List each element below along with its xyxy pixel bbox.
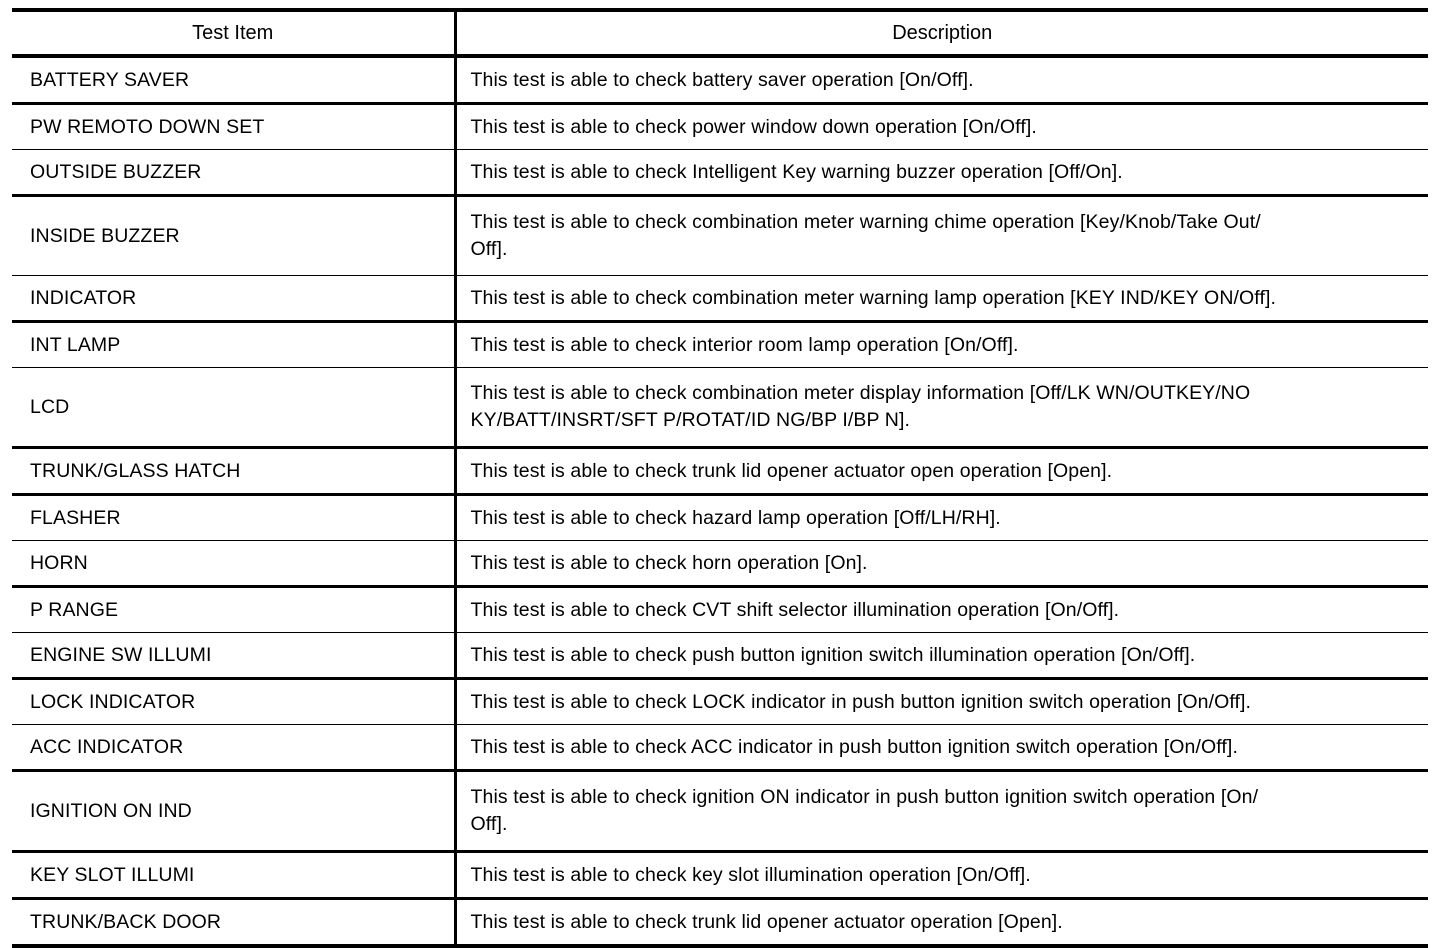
cell-description: This test is able to check battery saver… [455, 56, 1428, 105]
cell-test-item: TRUNK/GLASS HATCH [12, 447, 457, 496]
description-line: KY/BATT/INSRT/SFT P/ROTAT/ID NG/BP I/BP … [470, 409, 911, 431]
cell-description: This test is able to check combination m… [455, 367, 1428, 449]
cell-test-item: INDICATOR [12, 275, 457, 323]
cell-test-item: LCD [12, 367, 457, 449]
cell-test-item: TRUNK/BACK DOOR [12, 898, 457, 944]
cell-description: This test is able to check trunk lid ope… [470, 910, 1063, 933]
cell-description: This test is able to check hazard lamp o… [455, 494, 1428, 541]
cell-test-item: INSIDE BUZZER [12, 195, 457, 276]
cell-description: This test is able to check horn operatio… [455, 540, 1428, 588]
column-header-test-item: Test Item [12, 12, 457, 58]
header-row: Test Item Description [12, 12, 1428, 58]
table-row: INSIDE BUZZER This test is able to check … [12, 195, 1428, 276]
cell-description: This test is able to check combination m… [455, 275, 1428, 323]
cell-test-item: KEY SLOT ILLUMI [12, 851, 457, 900]
cell-test-item: BATTERY SAVER [12, 56, 457, 105]
column-header-description: Description [455, 12, 1428, 58]
cell-test-item: PW REMOTO DOWN SET [12, 103, 457, 150]
cell-description: This test is able to check Intelligent K… [455, 149, 1428, 197]
table-header: Test Item Description [12, 12, 1428, 58]
cell-description: This test is able to check push button i… [455, 632, 1428, 680]
cell-description: This test is able to check trunk lid ope… [455, 447, 1428, 496]
cell-test-item: ENGINE SW ILLUMI [12, 632, 457, 680]
cell-test-item: IGNITION ON IND [12, 770, 457, 853]
table-row: TRUNK/BACK DOOR This test is able to chec… [12, 898, 1428, 944]
description-line: This test is able to check combination m… [470, 382, 1251, 404]
cell-description: This test is able to check ignition ON i… [455, 770, 1428, 853]
cell-description: This test is able to check ACC indicator… [455, 724, 1428, 772]
cell-description: This test is able to check interior room… [455, 321, 1428, 368]
cell-test-item: LOCK INDICATOR [12, 678, 457, 725]
cell-test-item: OUTSIDE BUZZER [12, 149, 457, 197]
cell-test-item: HORN [12, 540, 457, 588]
cell-test-item: ACC INDICATOR [12, 724, 457, 772]
cell-description: This test is able to check LOCK indicato… [455, 678, 1428, 725]
table-row: IGNITION ON IND This test is able to chec… [12, 770, 1428, 853]
table-row: LCD This test is able to check combinatio… [12, 367, 1428, 449]
description-line: Off]. [470, 813, 508, 835]
cell-description: This test is able to check combination m… [455, 195, 1428, 276]
cell-description: This test is able to check key slot illu… [455, 851, 1428, 900]
description-line: This test is able to check combination m… [470, 211, 1261, 233]
description-line: This test is able to check ignition ON i… [470, 786, 1259, 808]
cell-description: This test is able to check power window … [455, 103, 1428, 150]
cell-test-item: INT LAMP [12, 321, 457, 368]
cell-test-item: P RANGE [12, 586, 457, 633]
cell-description: This test is able to check CVT shift sel… [455, 586, 1428, 633]
cell-test-item: FLASHER [12, 494, 457, 541]
description-line: Off]. [470, 238, 508, 260]
